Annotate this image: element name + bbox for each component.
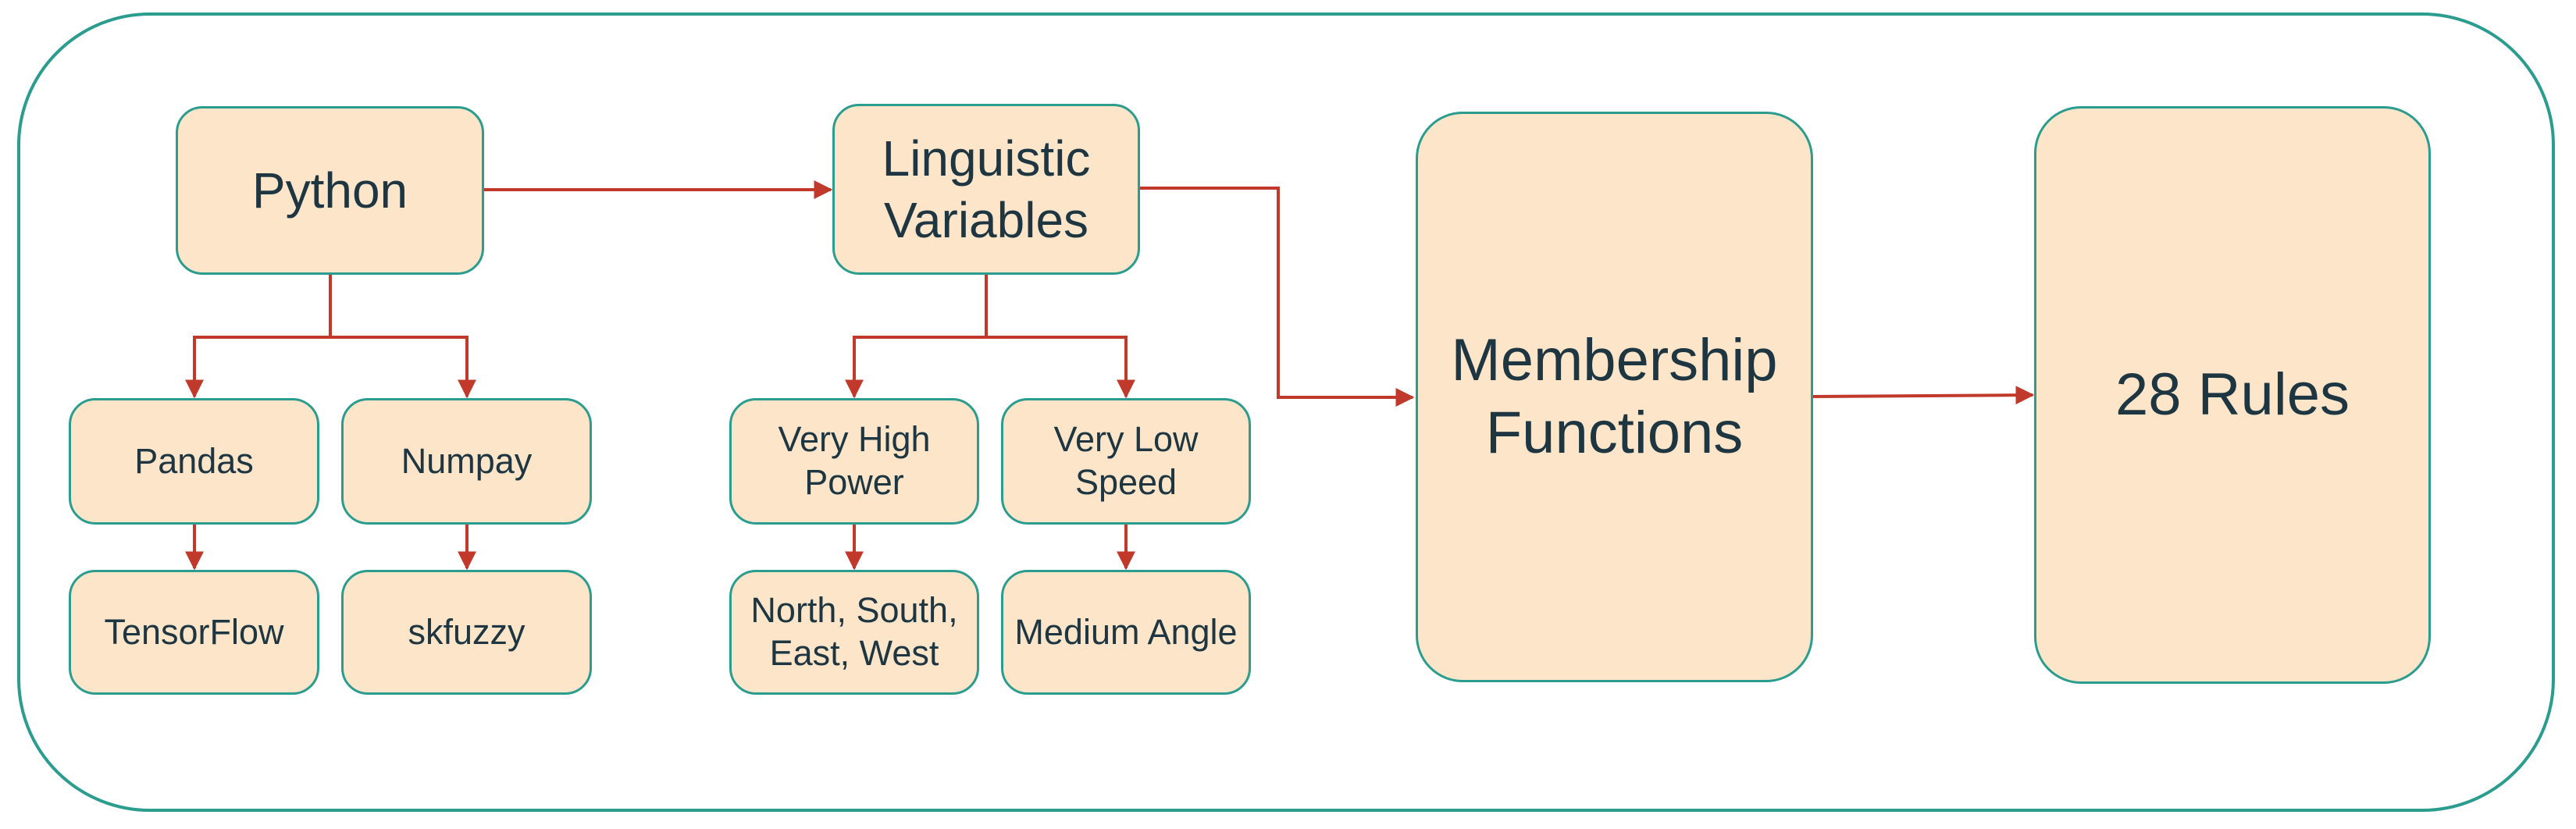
node-medium-angle: Medium Angle xyxy=(1001,570,1251,695)
node-medium-angle-label: Medium Angle xyxy=(1014,611,1238,652)
node-very-low-speed: Very Low Speed xyxy=(1001,398,1251,525)
node-very-high-power: Very High Power xyxy=(729,398,979,525)
edge-linguistic-to-membership xyxy=(1139,187,1415,407)
node-numpay-label: Numpay xyxy=(401,440,533,481)
node-very-low-speed-label: Very Low Speed xyxy=(1053,419,1199,502)
node-membership-functions-label: Membership Functions xyxy=(1451,326,1778,466)
node-pandas-label: Pandas xyxy=(134,440,254,481)
node-python: Python xyxy=(176,106,484,275)
node-directions-label: North, South, East, West xyxy=(750,590,958,673)
edge-membership-to-rules xyxy=(1812,386,2035,405)
node-python-label: Python xyxy=(251,162,408,219)
node-directions: North, South, East, West xyxy=(729,570,979,695)
edge-linguistic-to-very-high-power xyxy=(845,275,988,399)
edge-python-to-numpay xyxy=(330,336,476,399)
edge-python-to-pandas xyxy=(185,275,332,399)
node-membership-functions: Membership Functions xyxy=(1416,112,1813,682)
edge-linguistic-to-very-low-speed xyxy=(986,336,1135,399)
node-28-rules-label: 28 Rules xyxy=(2115,361,2350,428)
node-linguistic-variables: Linguistic Variables xyxy=(832,104,1140,275)
node-pandas: Pandas xyxy=(69,398,319,525)
node-numpay: Numpay xyxy=(341,398,592,525)
node-tensorflow: TensorFlow xyxy=(69,570,319,695)
node-tensorflow-label: TensorFlow xyxy=(104,611,284,652)
node-skfuzzy-label: skfuzzy xyxy=(408,611,526,652)
node-linguistic-variables-label: Linguistic Variables xyxy=(882,130,1091,248)
node-skfuzzy: skfuzzy xyxy=(341,570,592,695)
node-very-high-power-label: Very High Power xyxy=(778,419,931,502)
node-28-rules: 28 Rules xyxy=(2034,106,2431,684)
